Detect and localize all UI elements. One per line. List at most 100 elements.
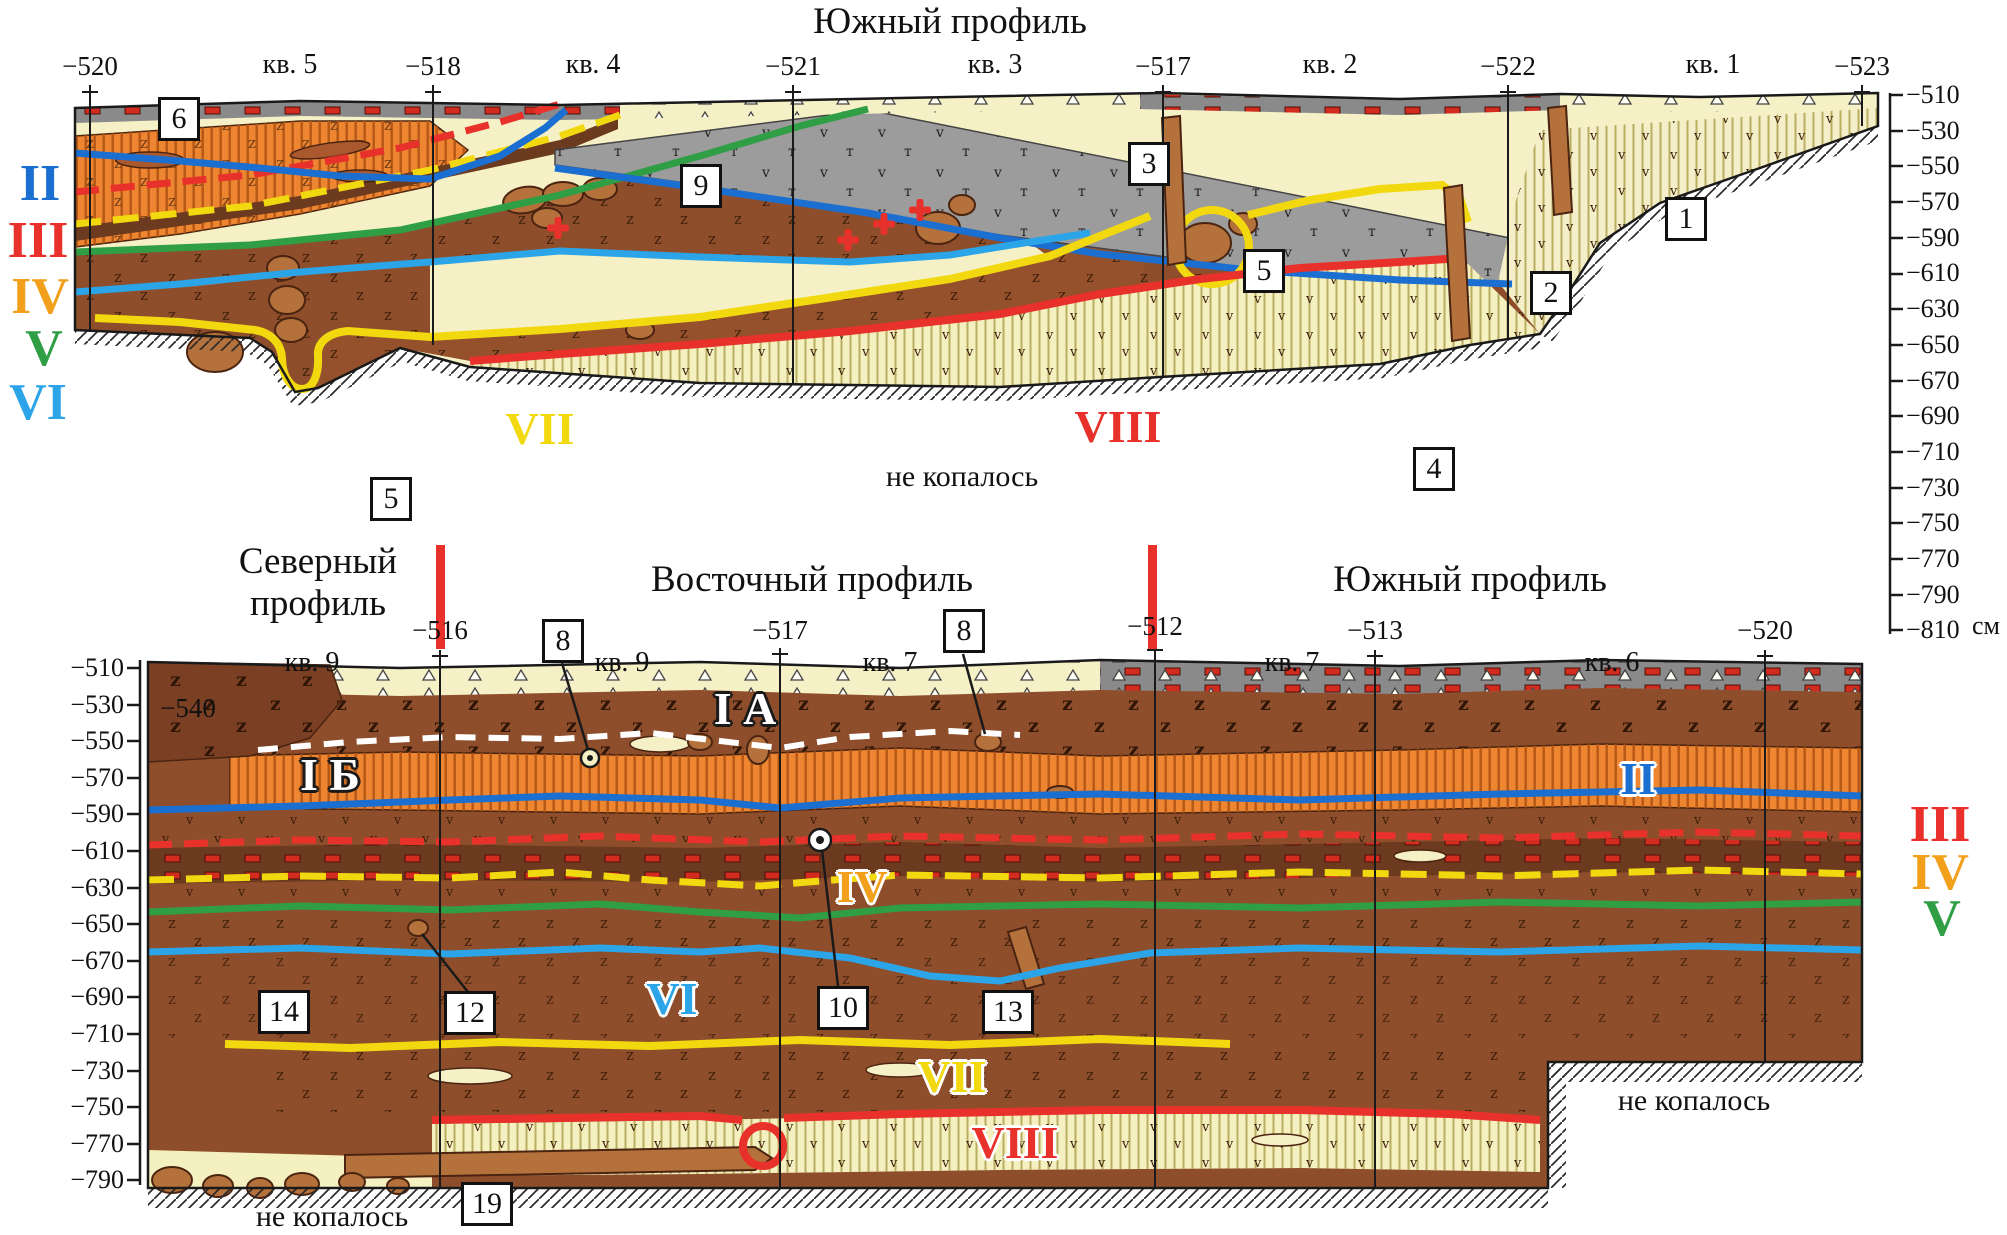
depth-scale-label: −510 (1906, 80, 1960, 109)
stake-label: −523 (1834, 51, 1890, 81)
layer-label-ii-inline: II (1620, 753, 1656, 804)
stake-label: −513 (1347, 615, 1403, 645)
depth-scale-label: −630 (1906, 294, 1960, 324)
find-box-4: 4 (1413, 447, 1455, 491)
find-box-2: 2 (1530, 271, 1572, 315)
boundary-viii-red (469, 254, 1463, 365)
find-box-19: 19 (461, 1182, 513, 1226)
layer-label-vi: VI (9, 374, 67, 431)
layer-label-ii: II (19, 155, 61, 212)
depth-scale-right-art (1888, 93, 1903, 634)
boundary-vii-yellow-bottom (224, 1034, 1231, 1053)
layer-label-vii-inline: VII (917, 1051, 987, 1102)
depth-scale-label: −570 (1906, 187, 1960, 217)
layer-label-iii-right: III (1909, 796, 1971, 853)
find-box-5-top: 5 (1243, 249, 1285, 293)
east-profile-title: Восточный профиль (651, 559, 973, 600)
quadrat-label: кв. 7 (1264, 647, 1320, 678)
depth-scale-label: −530 (1906, 115, 1960, 145)
depth-scale-label: −670 (1906, 365, 1960, 395)
boundary-ii-blue-right (554, 164, 1513, 288)
stake-label: −517 (1135, 51, 1191, 81)
stake-label: −540 (160, 693, 216, 723)
wooden-stakes (1160, 104, 1574, 343)
stake-label: −521 (765, 51, 821, 81)
find-box-6: 6 (158, 97, 200, 141)
layer-label-iv-right: IV (1911, 844, 1969, 901)
depth-scale-label: −690 (1906, 401, 1960, 431)
boundary-v-green-bottom (147, 898, 1863, 922)
depth-scale-label: −550 (70, 726, 124, 756)
depth-scale-label: −790 (1906, 579, 1960, 609)
depth-scale-label: −650 (1906, 329, 1960, 359)
depth-scale-label: −530 (70, 689, 124, 719)
find-box-13: 13 (982, 990, 1034, 1034)
find-box-3: 3 (1128, 142, 1170, 186)
depth-scale-label: −570 (70, 762, 124, 792)
boundary-ii-blue-bottom (147, 786, 1863, 814)
boundary-iii-red-dashed (74, 100, 562, 196)
quadrat-label: кв. 6 (1584, 647, 1640, 678)
survey-lines-top (82, 85, 1870, 384)
depth-scale-left-art (127, 660, 142, 1185)
quadrat-label: кв. 1 (1685, 49, 1741, 80)
quadrat-label: кв. 9 (284, 647, 340, 678)
depth-scale-label: −790 (70, 1165, 124, 1195)
layer-label-viii-inline: VIII (971, 1117, 1059, 1168)
stake-label: −517 (752, 615, 808, 645)
depth-scale-label: −770 (1906, 543, 1960, 573)
stake-label: −520 (1737, 615, 1793, 645)
boundary-ia-white-dashed (257, 727, 1021, 753)
boundary-vi-lightblue (74, 229, 1091, 296)
top-profile-art (73, 85, 1903, 634)
find-box-14: 14 (258, 990, 310, 1034)
depth-scale-label: −710 (70, 1018, 124, 1048)
depth-scale-label: −770 (70, 1128, 124, 1158)
quadrat-label: кв. 4 (565, 49, 621, 80)
section-divider (1148, 545, 1157, 649)
stake-label: −516 (412, 615, 468, 645)
pale-lenses (427, 735, 1447, 1147)
boundary-v-green (74, 105, 869, 256)
find-box-8-left: 8 (542, 619, 584, 663)
top-profile-title: Южный профиль (813, 1, 1087, 42)
layer-label-iii: III (7, 212, 69, 269)
quadrat-label: кв. 2 (1302, 49, 1358, 80)
layer-label-vi-inline: VI (646, 973, 698, 1024)
depth-scale-label: −590 (1906, 222, 1960, 252)
quadrat-label: кв. 7 (862, 647, 918, 678)
layer-label-v: V (25, 320, 63, 377)
boundary-viii-red-loop (739, 1122, 787, 1170)
depth-scale-label: −630 (70, 872, 124, 902)
excavation-limit-hatch-bottom-right (1548, 1062, 1862, 1082)
not-excavated-note: не копалось (885, 460, 1039, 493)
depth-scale-unit: см (1972, 611, 2000, 640)
layer-label-ia-inline: I А (713, 683, 777, 734)
section-divider (436, 545, 445, 649)
depth-scale-label: −670 (70, 945, 124, 975)
quadrat-label: кв. 9 (594, 647, 650, 678)
boundary-viii-red-bottom (431, 1111, 743, 1124)
boundary-viii-red-bottom-end (783, 1106, 1541, 1124)
layer-label-ib-inline: I Б (300, 749, 360, 800)
depth-scale-label: −710 (1906, 436, 1960, 466)
boundary-ii-blue (74, 107, 569, 183)
depth-scale-label: −550 (1906, 151, 1960, 181)
layer-label-viii-inline: VIII (1074, 401, 1162, 452)
boundary-iv-yellow-dashed-bottom (147, 866, 1863, 890)
find-box-9: 9 (680, 164, 722, 208)
not-excavated-note-right: не копалось (1617, 1084, 1771, 1117)
find-box-5-bottom: 5 (370, 477, 412, 521)
south-profile-title: Южный профиль (1333, 559, 1607, 600)
depth-scale-label: −730 (70, 1055, 124, 1085)
find-box-8-right: 8 (943, 609, 985, 653)
depth-scale-right: −510−530−550−570−590−610−630−650−670−690… (1906, 77, 1976, 648)
boundary-vii-yellow (94, 212, 1152, 394)
layer-label-v-right: V (1923, 890, 1961, 947)
depth-scale-left: −510−530−550−570−590−610−630−650−670−690… (48, 650, 124, 1199)
excavation-limit-hatch-right (1540, 126, 1878, 342)
find-box-1: 1 (1665, 197, 1707, 241)
north-profile-title-line1: Северный (238, 541, 398, 582)
depth-scale-label: −810 (1906, 615, 1960, 645)
